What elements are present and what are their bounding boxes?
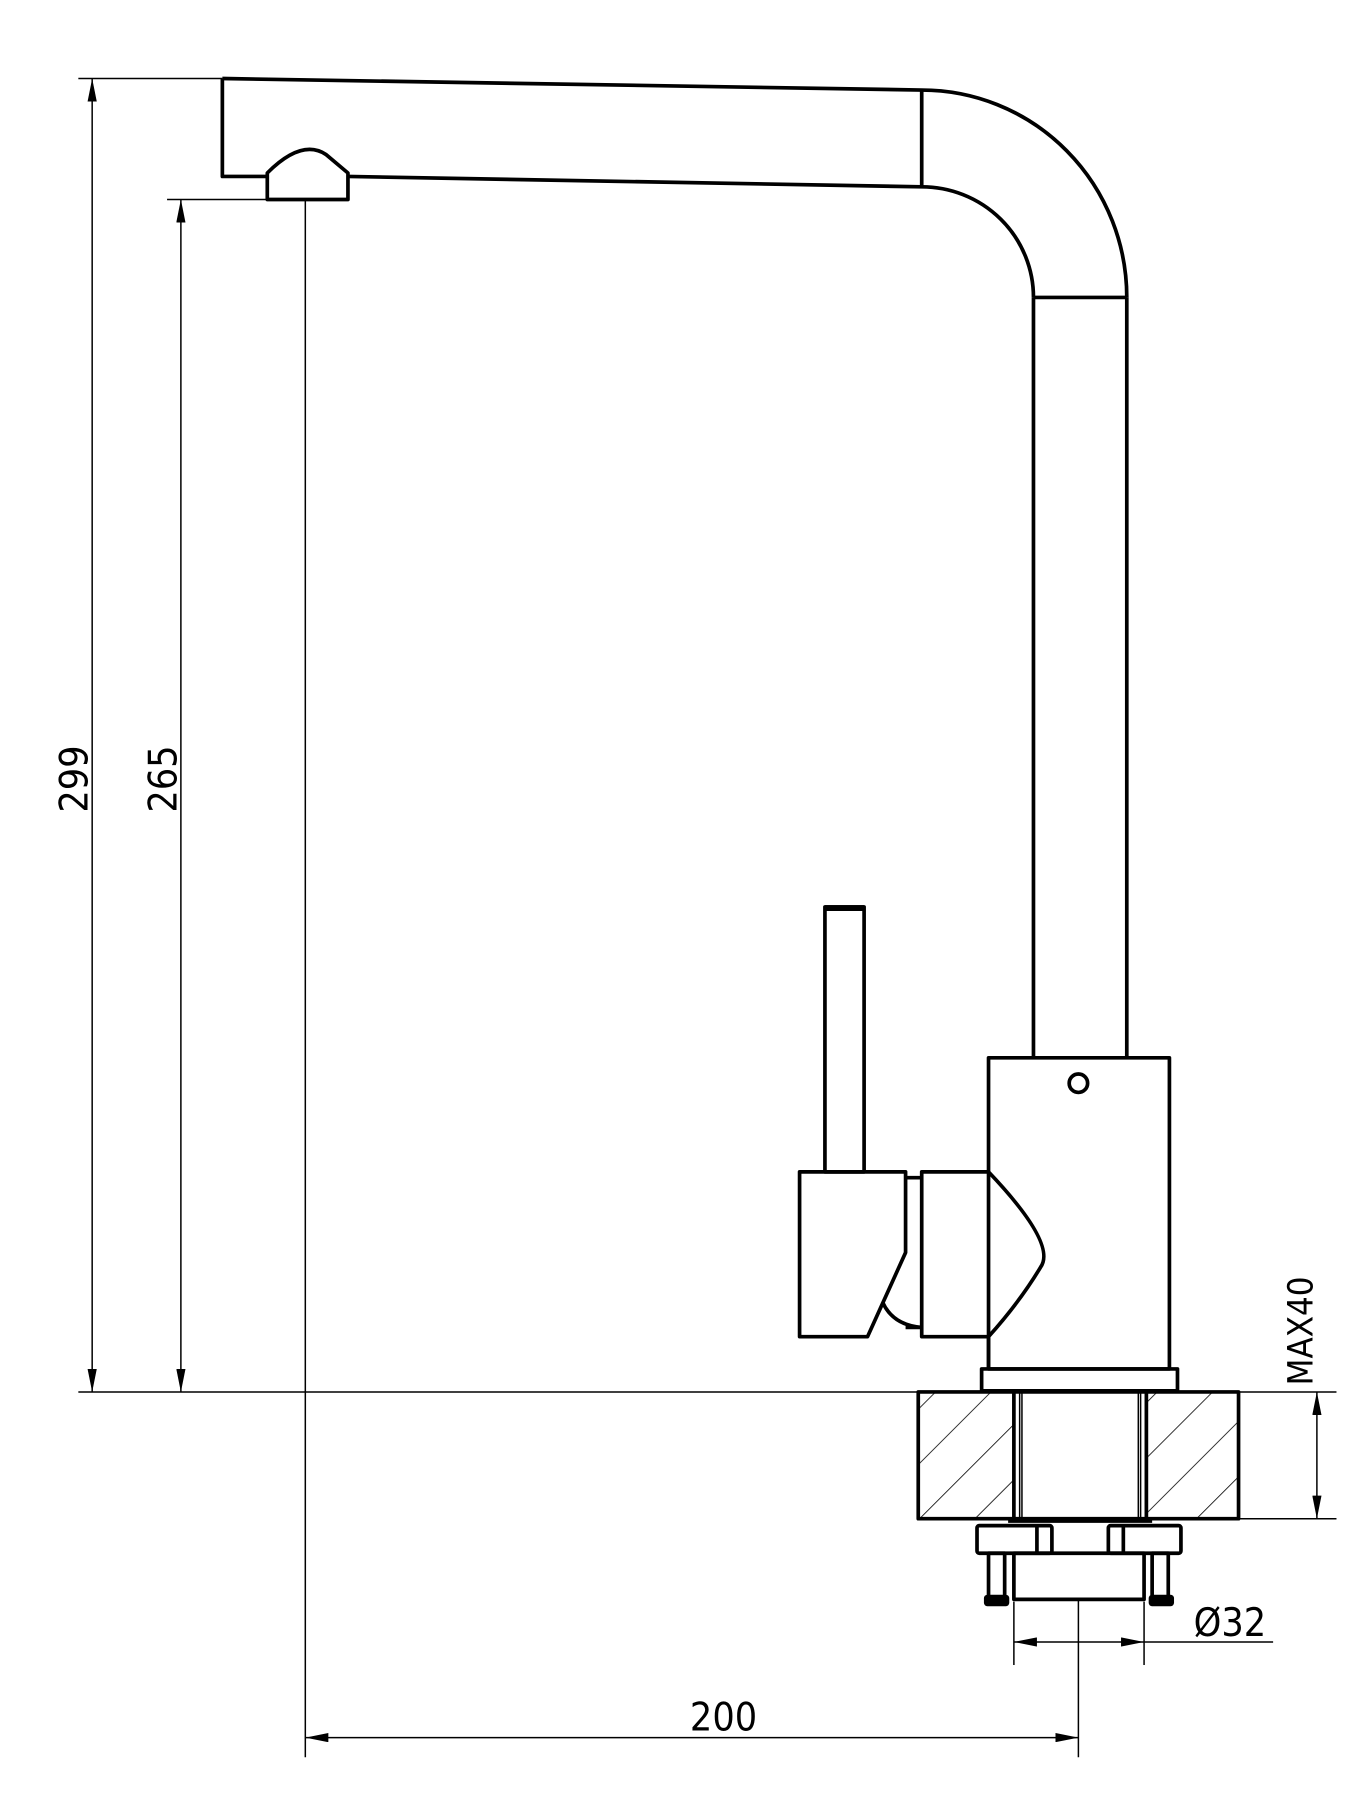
mounting-hardware bbox=[975, 1519, 1183, 1607]
cartridge-housing bbox=[919, 1170, 1046, 1369]
base-plate bbox=[979, 1367, 1180, 1393]
dimension-hole-diameter: Ø32 bbox=[1013, 1601, 1274, 1666]
dimension-reach: 200 bbox=[305, 1696, 1079, 1743]
dimension-total-height: 299 bbox=[53, 77, 223, 1392]
spout-tube bbox=[1031, 297, 1129, 1058]
dimension-label-299: 299 bbox=[53, 745, 98, 812]
countertop-section bbox=[916, 1390, 1241, 1521]
handle-lever bbox=[823, 905, 866, 1174]
spout bbox=[220, 76, 1129, 300]
dimension-label-265: 265 bbox=[141, 745, 186, 812]
dimension-label-200: 200 bbox=[690, 1696, 757, 1741]
dimension-label-max40: MAX40 bbox=[1281, 1276, 1321, 1385]
handle-block bbox=[797, 1170, 908, 1339]
aerator bbox=[265, 147, 350, 202]
set-screw bbox=[1067, 1072, 1090, 1095]
dimension-spout-height: 265 bbox=[141, 198, 268, 1392]
faucet-body bbox=[986, 1055, 1172, 1371]
handle-joint bbox=[880, 1175, 922, 1330]
dimension-label-32: Ø32 bbox=[1194, 1601, 1267, 1646]
dimension-max-thickness: MAX40 bbox=[1238, 1276, 1337, 1520]
